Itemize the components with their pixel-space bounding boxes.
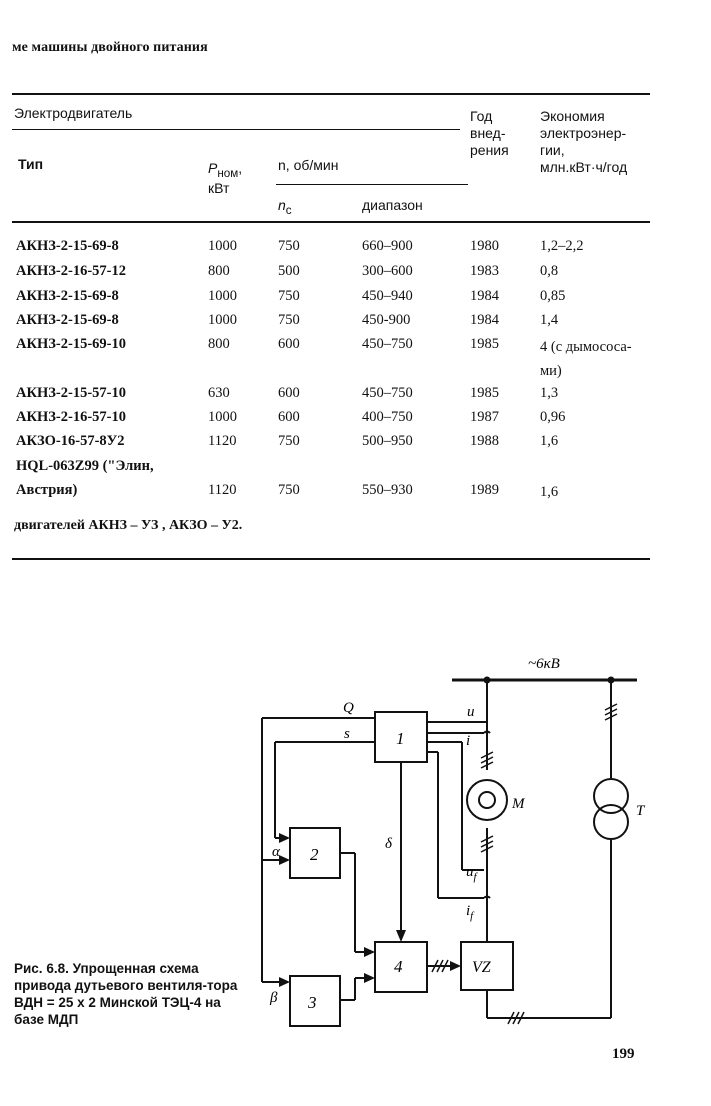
table-cell-economy: 0,96	[540, 409, 566, 425]
header-speed: n, об/мин	[278, 157, 339, 173]
table-cell-type: АКНЗ-2-15-57-10	[16, 385, 126, 401]
table-cell-year: 1989	[470, 482, 499, 498]
table-cell-year: 1988	[470, 433, 499, 449]
table-cell-power: 630	[208, 385, 230, 401]
header-power: Pном,	[208, 160, 243, 180]
table-cell-economy: 1,2–2,2	[540, 238, 584, 254]
table-cell-economy: 1,4	[540, 312, 559, 328]
block-2-label: 2	[310, 845, 319, 864]
table-cell-nc: 600	[278, 336, 300, 352]
table-cell-range: 450–750	[362, 336, 413, 352]
table-cell-power: 1120	[208, 433, 237, 449]
table-cell-nc: 600	[278, 409, 300, 425]
signal-alpha-label: α	[272, 844, 281, 860]
table-cell-range: 450–940	[362, 288, 413, 304]
table-cell-range: 660–900	[362, 238, 413, 254]
table-cell-type: АКНЗ-2-16-57-10	[16, 409, 126, 425]
header-economy: Экономия электроэнер- гии, млн.кВт·ч/год	[540, 108, 628, 175]
table-cell-power: 800	[208, 336, 230, 352]
table-cell-year: 1983	[470, 263, 499, 279]
table-cell-range: 500–950	[362, 433, 413, 449]
table-cell-type: АКНЗ-2-15-69-10	[16, 336, 126, 352]
table-cell-nc: 750	[278, 312, 300, 328]
block-3-label: 3	[307, 993, 317, 1012]
signal-i-label: i	[466, 733, 470, 749]
table-cell-range: 450–750	[362, 385, 413, 401]
group-header-rule	[12, 129, 460, 130]
table-cell-range: 300–600	[362, 263, 413, 279]
signal-if-label: if	[466, 903, 475, 922]
table-cell-nc: 750	[278, 238, 300, 254]
page-number: 199	[612, 1046, 635, 1062]
motor-label: M	[511, 796, 526, 812]
table-cell-nc: 600	[278, 385, 300, 401]
table-cell-nc: 750	[278, 482, 300, 498]
bus-label: ~6кВ	[528, 656, 560, 672]
table-cell-economy: 1,6	[540, 433, 559, 449]
table-bottom-rule	[12, 558, 650, 560]
figure-caption: Рис. 6.8. Упрощенная схема привода дутье…	[14, 961, 238, 1027]
transformer-label: T	[636, 803, 646, 819]
table-cell-type: АКНЗ-2-15-69-8	[16, 238, 119, 254]
table-cell-year: 1984	[470, 312, 499, 328]
signal-delta-label: δ	[385, 836, 393, 852]
table-cell-economy: 0,8	[540, 263, 559, 279]
table-top-rule	[12, 93, 650, 95]
running-head: ме машины двойного питания	[12, 40, 208, 55]
header-speed-nc: nс	[278, 197, 292, 217]
table-cell-economy: 1,3	[540, 385, 559, 401]
table-cell-year: 1984	[470, 288, 499, 304]
table-cell-type-cont: Австрия)	[16, 482, 78, 498]
table-cell-range: 450-900	[362, 312, 411, 328]
header-power-unit: кВт	[208, 180, 230, 196]
table-cell-economy: 0,85	[540, 288, 566, 304]
table-cell-year: 1987	[470, 409, 499, 425]
block-vz-label: VZ	[472, 959, 492, 976]
header-type: Тип	[18, 156, 44, 172]
table-cell-year: 1980	[470, 238, 499, 254]
speed-header-rule	[276, 184, 468, 185]
header-group-label: Электродвигатель	[14, 105, 133, 121]
table-cell-economy: 1,6	[540, 484, 559, 500]
signal-beta-label: β	[269, 990, 278, 1006]
transformer-symbol	[593, 778, 629, 814]
motor-symbol	[466, 779, 508, 821]
block-4-label: 4	[394, 957, 403, 976]
table-cell-type: HQL-063Z99 ("Элин,	[16, 458, 154, 474]
signal-u-label: u	[467, 704, 475, 720]
table-cell-type: АКНЗ-2-16-57-12	[16, 263, 126, 279]
table-cell-range: 400–750	[362, 409, 413, 425]
table-cell-range: 550–930	[362, 482, 413, 498]
signal-s-label: s	[344, 726, 350, 742]
table-cell-type: АКЗО-16-57-8У2	[16, 433, 125, 449]
table-cell-economy: 4 (с дымососа-	[540, 339, 632, 355]
header-year: Год внед- рения	[470, 108, 509, 158]
table-cell-power: 1000	[208, 288, 237, 304]
block-1-label: 1	[396, 729, 405, 748]
header-bottom-rule	[12, 221, 650, 223]
table-cell-power: 1000	[208, 238, 237, 254]
table-cell-year: 1985	[470, 336, 499, 352]
table-cell-type: АКНЗ-2-15-69-8	[16, 312, 119, 328]
table-cell-nc: 750	[278, 288, 300, 304]
table-cell-power: 1000	[208, 312, 237, 328]
table-cell-nc: 500	[278, 263, 300, 279]
signal-q-label: Q	[343, 700, 354, 716]
table-footnote: двигателей АКНЗ – УЗ , АКЗО – У2.	[14, 518, 243, 533]
signal-uf-label: uf	[466, 864, 479, 883]
table-cell-type: АКНЗ-2-15-69-8	[16, 288, 119, 304]
header-speed-range: диапазон	[362, 197, 423, 213]
table-cell-power: 1120	[208, 482, 237, 498]
table-cell-year: 1985	[470, 385, 499, 401]
table-cell-economy-cont: ми)	[540, 363, 562, 379]
table-cell-nc: 750	[278, 433, 300, 449]
table-cell-power: 1000	[208, 409, 237, 425]
table-cell-power: 800	[208, 263, 230, 279]
